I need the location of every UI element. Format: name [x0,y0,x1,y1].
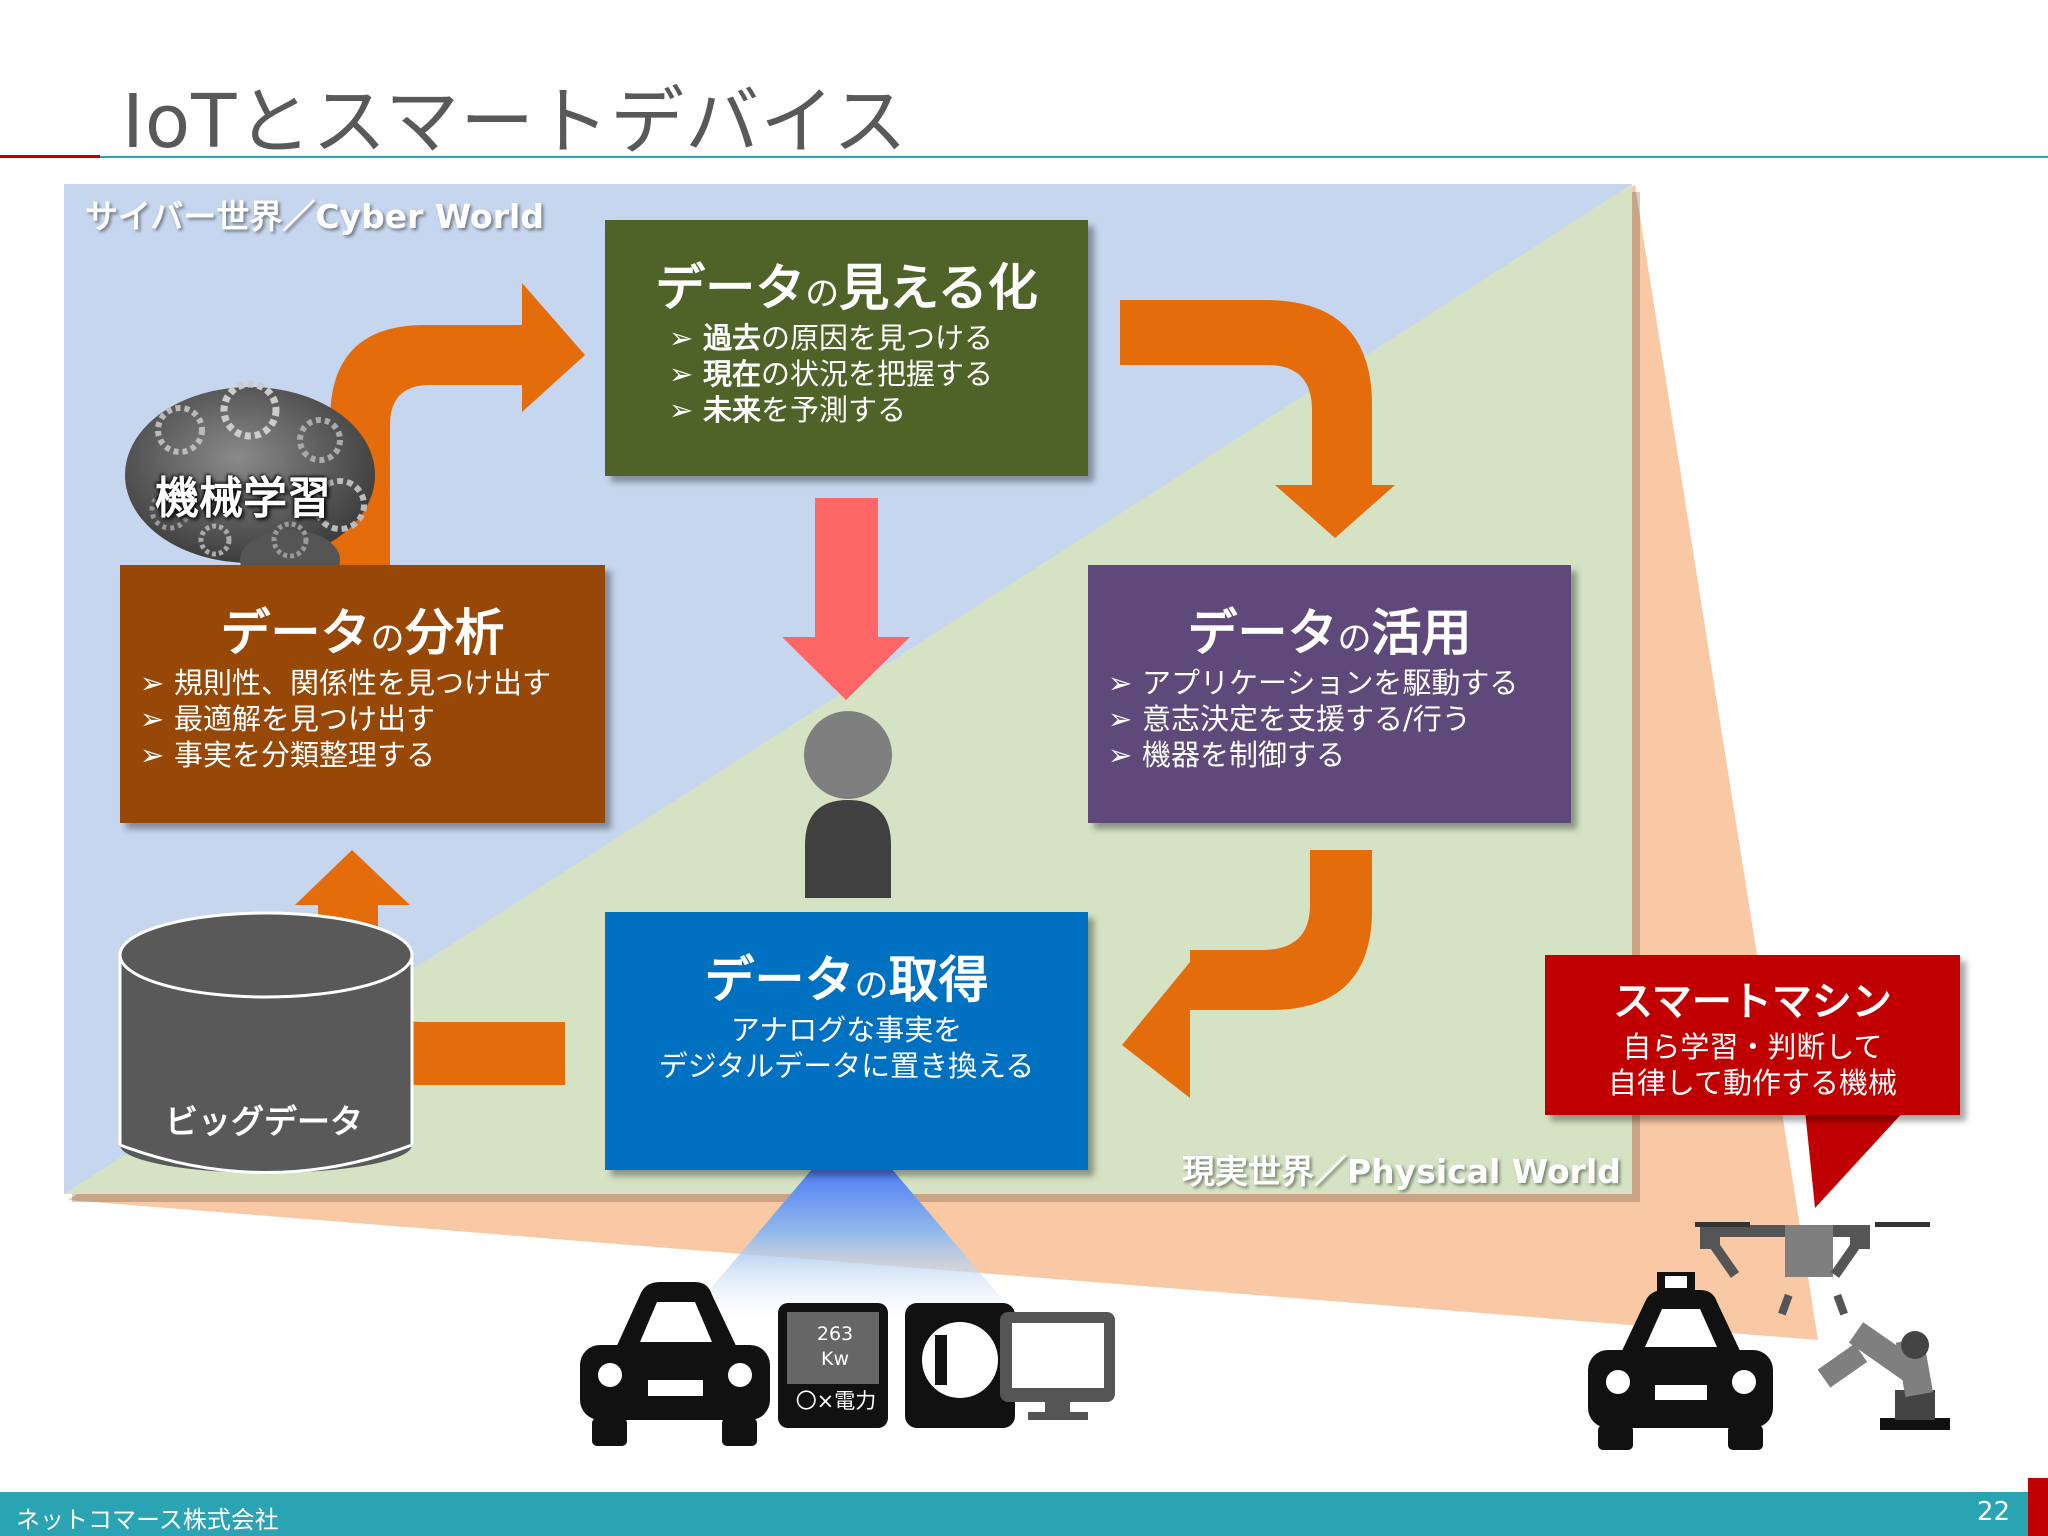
title-rule-red [0,155,100,158]
bullet-marker: ➢ [669,320,694,355]
analysis-title-main: データ [220,604,371,662]
utilize-title-no: の [1337,619,1372,659]
visualize-title: データの見える化 [605,259,1088,318]
meter-unit: Kw [821,1348,849,1370]
bullet-marker: ➢ [1108,701,1133,736]
smart-machine-callout: スマートマシン 自ら学習・判断して 自律して動作する機械 [1545,955,1960,1115]
bullet-bold: 過去 [703,320,762,355]
bullet-marker: ➢ [669,392,694,427]
bullet-text: 意志決定を支援する/行う [1142,701,1471,736]
utilize-bullets: ➢ アプリケーションを駆動する ➢ 意志決定を支援する/行う ➢ 機器を制御する [1108,665,1571,773]
machine-learning-label: 機械学習 [155,473,331,524]
monitor-icon [1000,1312,1115,1420]
page-number: 22 [1976,1497,2010,1527]
title-rule-teal [100,156,2048,158]
smart-machine-description: 自ら学習・判断して 自律して動作する機械 [1545,1029,1960,1101]
visualize-title-rest: 見える化 [839,259,1038,317]
bullet-marker: ➢ [1108,737,1133,772]
analysis-title: データの分析 [120,604,605,663]
slide-title: IoTとスマートデバイス [122,79,908,165]
acquire-title: データの取得 [605,951,1088,1010]
acquire-line: デジタルデータに置き換える [658,1048,1035,1083]
acquire-box: データの取得 アナログな事実を デジタルデータに置き換える [605,912,1088,1170]
power-meter-icon [778,1303,888,1428]
bullet-marker: ➢ [140,665,165,700]
sensing-beam [684,1122,1020,1320]
list-item: ➢ 機器を制御する [1108,737,1571,773]
bullet-marker: ➢ [140,737,165,772]
visualize-title-no: の [805,274,840,314]
cyber-world-label: サイバー世界／Cyber World [85,197,544,236]
acquire-title-no: の [854,966,889,1006]
company-name: ネットコマース株式会社 [16,1506,279,1534]
robot-arm-icon [1817,1322,1950,1430]
list-item: ➢ 意志決定を支援する/行う [1108,701,1571,737]
utilize-box: データの活用 ➢ アプリケーションを駆動する ➢ 意志決定を支援する/行う ➢ 機器を… [1088,565,1571,823]
acquire-line: アナログな事実を [730,1012,963,1047]
analysis-box: データの分析 ➢ 規則性、関係性を見つけ出す ➢ 最適解を見つけ出す ➢ 事実を分類整… [120,565,605,823]
callout-tail [1805,1110,1905,1208]
list-item: ➢ 規則性、関係性を見つけ出す [140,665,605,701]
person-icon [804,711,892,898]
bullet-text: 機器を制御する [1142,737,1346,772]
visualize-title-main: データ [655,259,806,317]
bullet-text: の原因を見つける [761,320,994,355]
database-cylinder-icon [118,911,414,1174]
analysis-title-no: の [370,619,405,659]
bullet-text: アプリケーションを駆動する [1142,665,1519,700]
bullet-marker: ➢ [1108,665,1133,700]
list-item: ➢ 未来を予測する [669,392,1088,428]
bullet-text: の状況を把握する [761,356,994,391]
smart-machine-line: 自律して動作する機械 [1607,1066,1898,1100]
visualize-box: データの見える化 ➢ 過去の原因を見つける ➢ 現在の状況を把握する ➢ 未来を予測す… [605,220,1088,476]
meter-value: 263 [816,1323,854,1345]
bullet-bold: 未来 [703,392,762,427]
bullet-text: を予測する [761,392,907,427]
bullet-marker: ➢ [140,701,165,736]
analysis-bullets: ➢ 規則性、関係性を見つけ出す ➢ 最適解を見つけ出す ➢ 事実を分類整理する [140,665,605,773]
list-item: ➢ 過去の原因を見つける [669,320,1088,356]
car-icon [580,1282,770,1446]
visualize-bullets: ➢ 過去の原因を見つける ➢ 現在の状況を把握する ➢ 未来を予測する [669,320,1088,428]
washing-machine-icon [905,1303,1015,1428]
acquire-title-rest: 取得 [888,951,989,1009]
list-item: ➢ 最適解を見つけ出す [140,701,605,737]
big-data-label: ビッグデータ [165,1102,363,1141]
footer-accent [2028,1478,2048,1536]
bullet-marker: ➢ [669,356,694,391]
acquire-description: アナログな事実を デジタルデータに置き換える [605,1012,1088,1084]
arrow-analysis-to-visualize [330,283,585,565]
bullet-text: 事実を分類整理する [174,737,436,772]
arrow-utilize-to-acquire [1122,850,1372,1098]
arrow-visualize-to-person [782,498,910,700]
physical-world-label: 現実世界／Physical World [1182,1152,1621,1191]
utilize-title-rest: 活用 [1371,604,1472,662]
utilize-title-main: データ [1187,604,1338,662]
list-item: ➢ アプリケーションを駆動する [1108,665,1571,701]
bullet-text: 規則性、関係性を見つけ出す [174,665,552,700]
bullet-bold: 現在 [703,356,762,391]
drone-icon [1695,1222,1930,1316]
acquire-title-main: データ [704,951,855,1009]
analysis-title-rest: 分析 [404,604,505,662]
footer-bar [0,1492,2048,1536]
smart-machine-title: スマートマシン [1613,979,1892,1025]
list-item: ➢ 事実を分類整理する [140,737,605,773]
smart-machine-line: 自ら学習・判断して [1622,1030,1883,1064]
meter-caption: 〇×電力 [795,1389,877,1413]
list-item: ➢ 現在の状況を把握する [669,356,1088,392]
taxi-icon [1588,1272,1773,1450]
arrow-visualize-to-utilize [1120,300,1395,538]
utilize-title: データの活用 [1088,604,1571,663]
bullet-text: 最適解を見つけ出す [174,701,436,736]
